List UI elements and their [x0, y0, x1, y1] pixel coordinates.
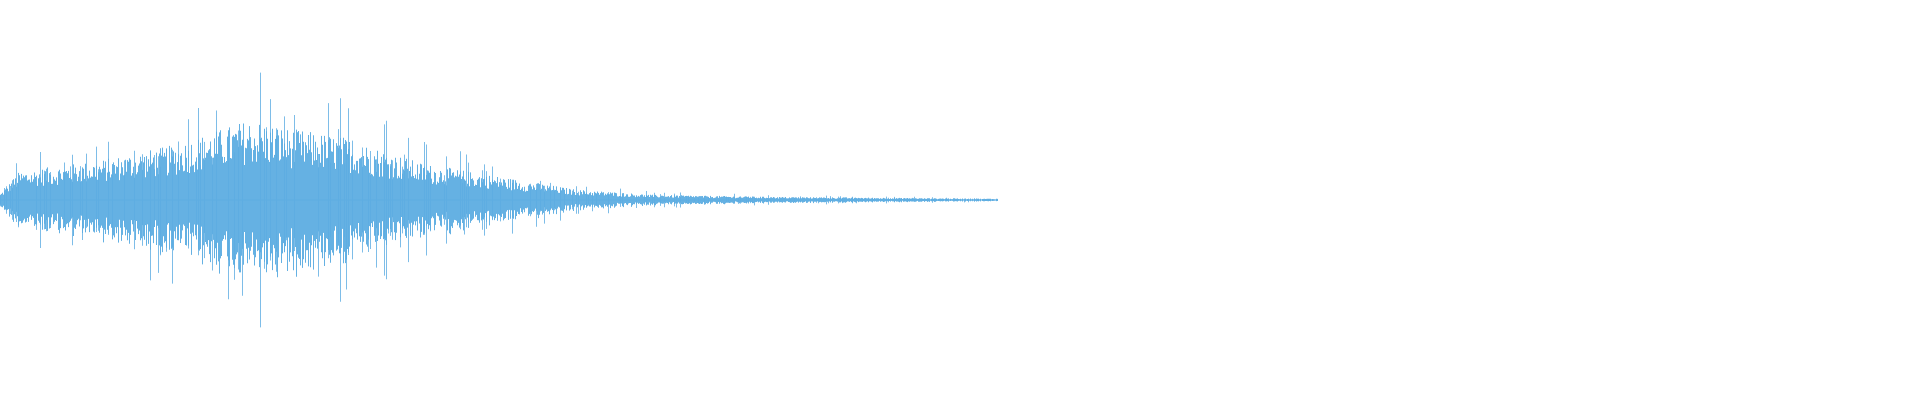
- waveform-spikes: [0, 72, 998, 328]
